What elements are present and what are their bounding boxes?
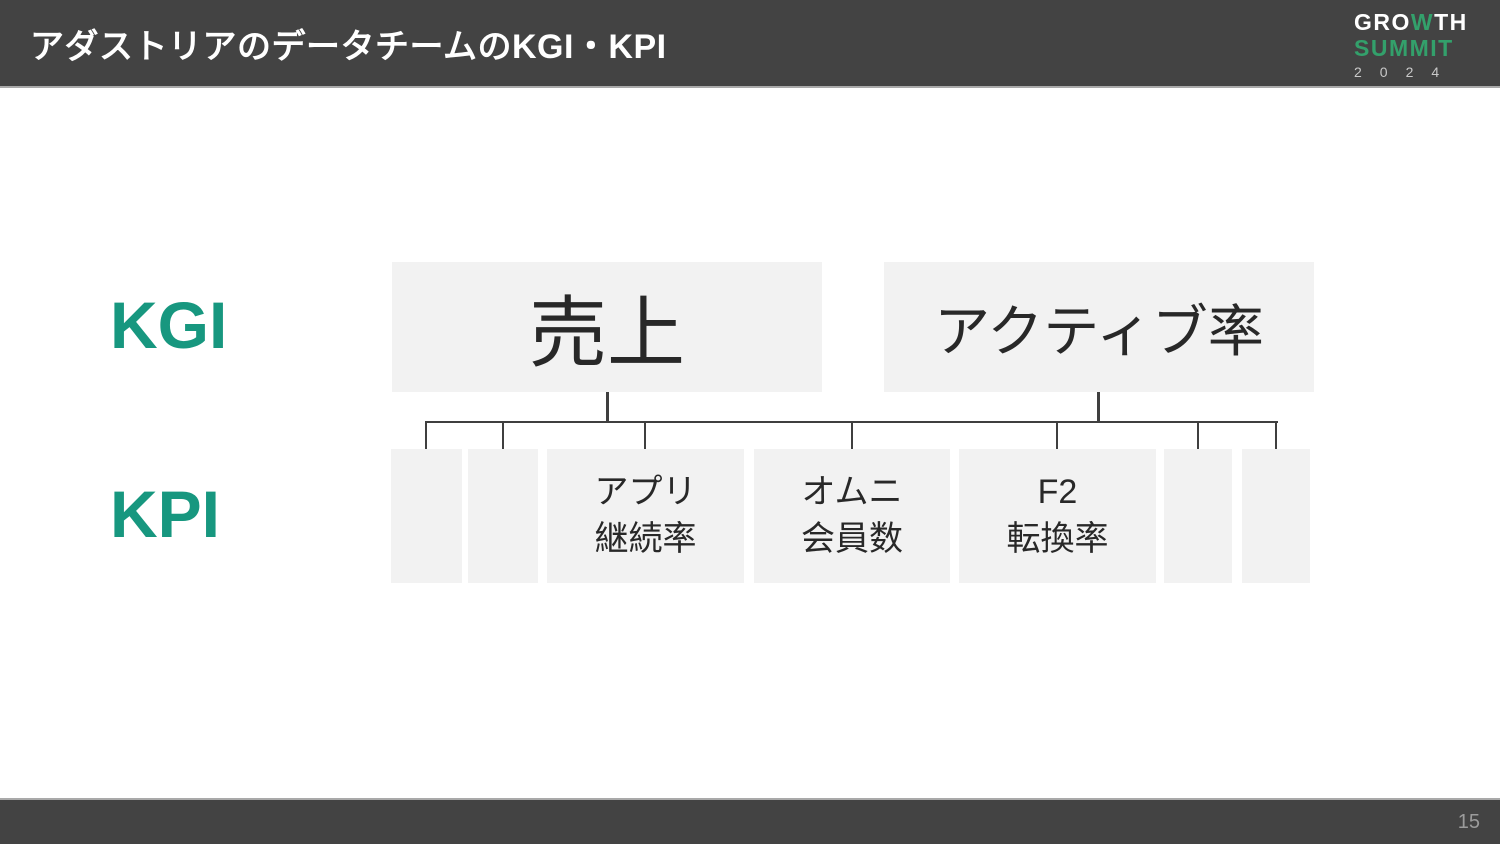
connector-drop-5 [1056, 421, 1058, 449]
logo-growth-post: TH [1434, 9, 1468, 35]
kpi-box-blank-4 [1242, 449, 1310, 583]
connector-riser-sales [606, 392, 609, 422]
connector-drop-4 [851, 421, 853, 449]
kgi-box-active-rate: アクティブ率 [884, 262, 1314, 392]
connector-riser-active-rate [1097, 392, 1100, 422]
logo-checkmark-w-icon: W [1410, 9, 1435, 35]
kpi-box-blank-2 [468, 449, 538, 583]
page-number: 15 [1457, 810, 1480, 833]
footer-bar: 15 [0, 798, 1500, 844]
kpi-box-omni-members: オムニ 会員数 [754, 449, 950, 583]
connector-drop-3 [644, 421, 646, 449]
kpi-box-blank-3 [1164, 449, 1232, 583]
kpi-box-f2-conversion-rate-line1: F2 [1037, 473, 1078, 511]
logo-summit-line: SUMMIT [1354, 35, 1454, 61]
kpi-box-blank-1 [391, 449, 462, 583]
slide-title: アダストリアのデータチームのKGI・KPI [30, 27, 667, 66]
kgi-box-sales: 売上 [392, 262, 822, 392]
growth-summit-logo: GROWTH SUMMIT 2024 [1354, 9, 1466, 80]
connector-drop-7 [1275, 421, 1277, 449]
kgi-label: KGI [110, 288, 228, 362]
kpi-box-app-retention-rate-line2: 継続率 [594, 520, 697, 558]
kpi-box-omni-members-line2: 会員数 [801, 520, 903, 558]
header-bar: アダストリアのデータチームのKGI・KPI GROWTH SUMMIT 2024 [0, 0, 1500, 88]
kpi-box-f2-conversion-rate-line2: 転換率 [1006, 520, 1109, 558]
connector-drop-2 [502, 421, 504, 449]
connector-drop-1 [425, 421, 427, 449]
kpi-label: KPI [110, 477, 221, 551]
kpi-box-f2-conversion-rate: F2 転換率 [959, 449, 1156, 583]
logo-year: 2024 [1354, 64, 1458, 80]
logo-growth-pre: GRO [1354, 9, 1411, 35]
kpi-box-omni-members-line1: オムニ [801, 473, 903, 511]
kpi-box-app-retention-rate-line1: アプリ [594, 473, 697, 511]
kgi-box-active-rate-label: アクティブ率 [934, 299, 1264, 363]
connector-drop-6 [1197, 421, 1199, 449]
kgi-box-sales-label: 売上 [528, 289, 685, 377]
kpi-box-app-retention-rate: アプリ 継続率 [547, 449, 744, 583]
logo-growth-line: GROWTH [1354, 9, 1466, 35]
